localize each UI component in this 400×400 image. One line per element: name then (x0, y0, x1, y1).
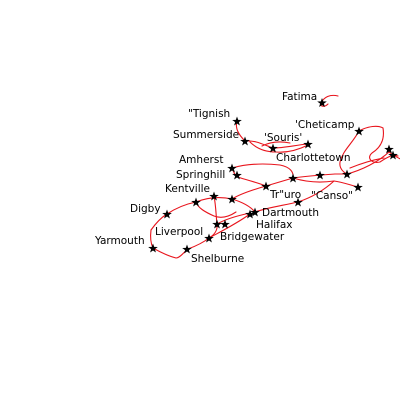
route-pei-south (249, 141, 309, 153)
city-label-fatima: Fatima (282, 91, 317, 103)
city-label-yarmouth: Yarmouth (94, 235, 145, 247)
city-label-bridgewater: Bridgewater (220, 231, 285, 243)
route-cape-breton-loop (358, 125, 399, 163)
star-icon (232, 170, 242, 180)
route-pei-loop (261, 141, 291, 147)
star-icon (261, 181, 271, 191)
route-cape-breton-east (346, 151, 400, 175)
city-label-amherst: Amherst (179, 154, 223, 166)
route-canso (292, 177, 359, 188)
city-label-canso: "Canso" (311, 190, 353, 202)
route-cape-breton-inner (349, 157, 385, 169)
star-icon (162, 209, 172, 219)
star-icon (315, 170, 325, 180)
city-label-shelburne: Shelburne (191, 253, 244, 265)
city-label-halifax: Halifax (256, 219, 293, 231)
star-icon (288, 173, 298, 183)
star-icon (204, 233, 214, 243)
star-icon (342, 169, 352, 179)
star-icon (227, 163, 237, 173)
city-labels: Fatima "Tignish 'Cheticamp Summerside 'S… (94, 91, 355, 265)
star-icon (232, 116, 242, 126)
city-markers (148, 98, 398, 254)
city-label-kentville: Kentville (165, 183, 210, 195)
city-label-liverpool: Liverpool (155, 226, 203, 238)
route-amherst-northshore (231, 163, 294, 179)
city-label-tignish: "Tignish (188, 108, 230, 120)
star-icon (293, 197, 303, 207)
star-icon (354, 126, 364, 136)
route-truro-east (265, 177, 294, 187)
star-icon (182, 244, 192, 254)
city-label-charlottetown: Charlottetown (276, 152, 351, 164)
star-icon (250, 207, 260, 217)
city-label-souris: 'Souris' (264, 132, 302, 144)
route-inland-1 (195, 201, 237, 218)
star-icon (227, 194, 237, 204)
star-icon (212, 219, 222, 229)
route-kentville-truro (231, 185, 267, 200)
star-icon (384, 144, 394, 154)
star-icon (191, 197, 201, 207)
star-icon (303, 139, 313, 149)
star-icon (317, 98, 327, 107)
city-label-springhill: Springhill (176, 169, 225, 181)
city-label-cheticamp: 'Cheticamp (295, 119, 355, 131)
star-icon (245, 209, 255, 219)
star-icon (220, 219, 230, 229)
city-label-summerside: Summerside (173, 129, 239, 141)
star-icon (148, 243, 158, 253)
star-icon (240, 136, 250, 146)
star-icon (388, 150, 398, 160)
route-cape-breton-north (339, 130, 360, 175)
city-label-digby: Digby (130, 203, 161, 215)
star-icon (268, 143, 278, 153)
star-icon (209, 191, 219, 201)
city-label-dartmouth: Dartmouth (262, 207, 319, 219)
star-icon (353, 182, 363, 192)
city-label-truro: Tr"uro (269, 189, 301, 201)
route-inland-3 (216, 212, 251, 225)
